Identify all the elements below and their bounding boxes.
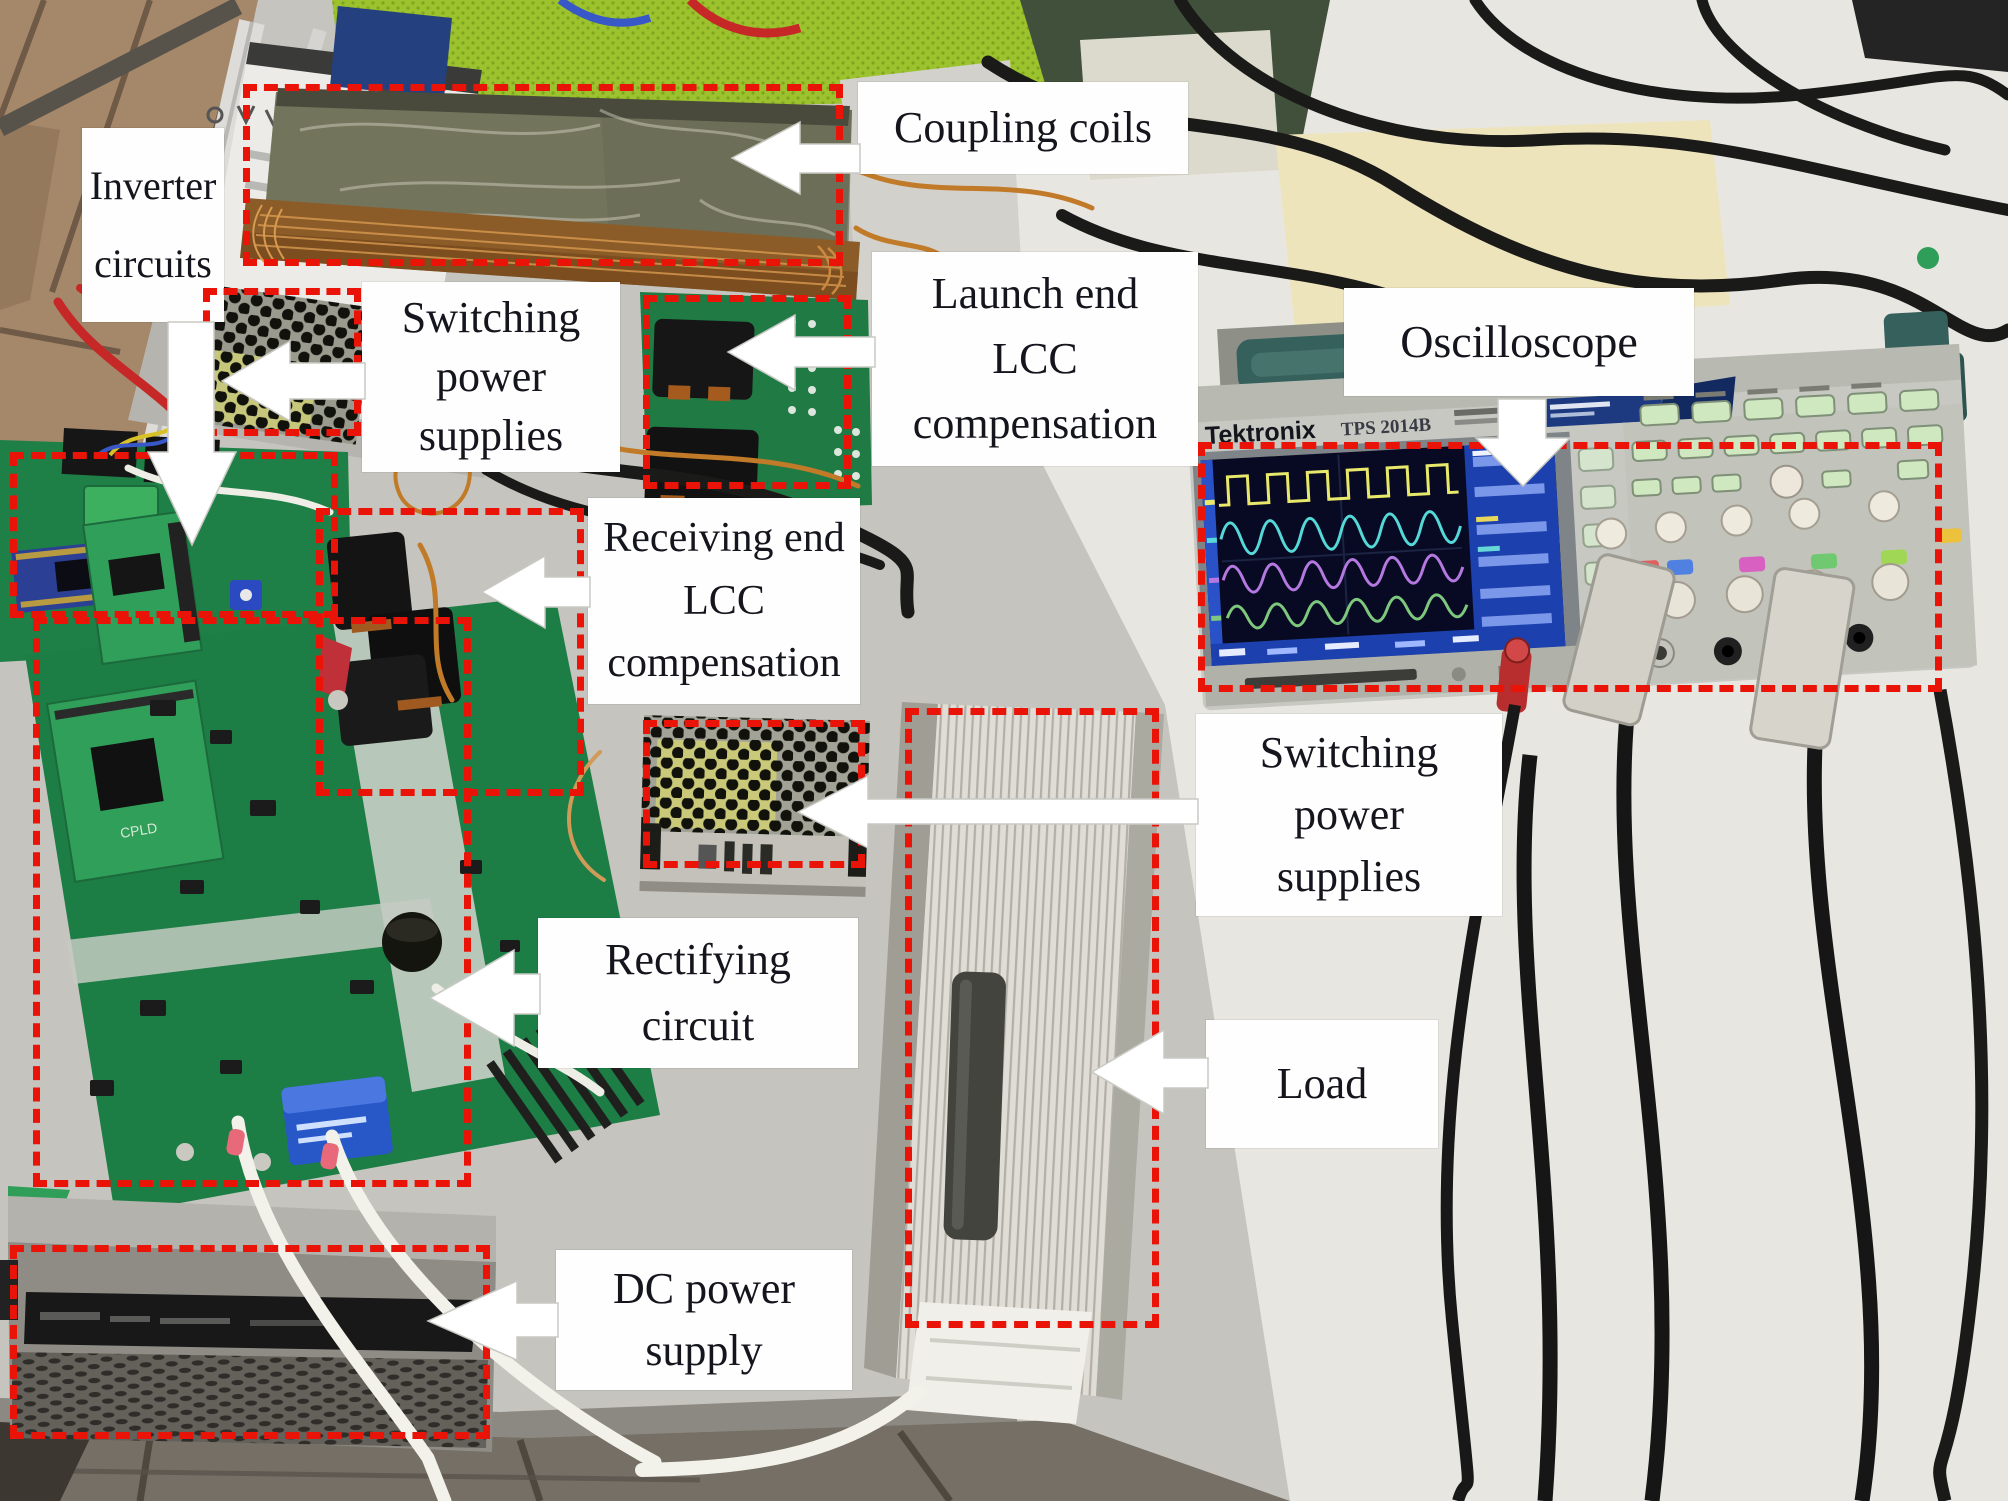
label-line: LCC — [683, 577, 765, 624]
label-receiving-lcc: Receiving end LCC compensation — [588, 498, 860, 704]
arrow-launch — [726, 313, 876, 392]
label-line: circuits — [94, 241, 212, 287]
trace-ch4-sine — [1225, 593, 1469, 630]
arrow-receiving — [480, 554, 591, 630]
label-line: Receiving end — [603, 515, 845, 562]
arrow-coupling — [730, 120, 861, 196]
label-line: circuit — [641, 1000, 755, 1050]
label-launch-lcc: Launch end LCC compensation — [872, 252, 1198, 466]
label-inverter-circuits: Inverter circuits — [82, 128, 224, 322]
window-corner — [1852, 0, 2008, 72]
arrow-rectifying — [428, 948, 541, 1048]
arrow-switching-left — [220, 339, 366, 423]
label-line: LCC — [992, 333, 1078, 383]
label-line: Oscilloscope — [1400, 315, 1638, 367]
pcb-silkscreen-text: CPLD — [119, 819, 158, 841]
label-line: supply — [645, 1325, 763, 1375]
trace-ch3-sine — [1221, 553, 1465, 594]
trace-ch1-square — [1218, 463, 1459, 507]
trace-ch2-sine — [1219, 510, 1462, 556]
label-line: Coupling coils — [894, 102, 1152, 152]
label-line: DC power — [612, 1263, 796, 1313]
label-line: Inverter — [89, 162, 217, 208]
label-line: Switching — [1259, 727, 1439, 777]
label-line: supplies — [1276, 851, 1422, 901]
label-oscilloscope: Oscilloscope — [1344, 288, 1694, 396]
highlight-receiving-lcc — [316, 508, 584, 796]
label-line: Switching — [401, 292, 581, 342]
load-resistor-photo — [864, 702, 1164, 1424]
label-switching-supplies-right: Switching power supplies — [1196, 714, 1502, 916]
label-line: Load — [1276, 1058, 1368, 1108]
label-line: Launch end — [931, 268, 1139, 318]
highlight-launch-lcc — [643, 295, 851, 489]
highlight-coupling-coils — [243, 84, 843, 266]
label-line: Rectifying — [605, 935, 791, 985]
label-line: compensation — [912, 398, 1158, 448]
highlight-load — [905, 708, 1159, 1328]
highlight-main-pcb — [33, 617, 471, 1187]
probes-and-cables — [1440, 553, 1989, 1501]
arrow-inverter — [146, 321, 238, 547]
label-line: supplies — [418, 410, 564, 460]
oscilloscope-model-text: TPS 2014B — [1340, 414, 1432, 440]
label-switching-supplies-left: Switching power supplies — [362, 282, 620, 472]
label-dc-power-supply: DC power supply — [556, 1250, 852, 1390]
arrow-switching-right — [796, 774, 1199, 850]
label-line: power — [436, 351, 546, 401]
arrow-load — [1090, 1028, 1209, 1116]
label-rectifying-circuit: Rectifying circuit — [538, 918, 858, 1068]
label-load: Load — [1206, 1020, 1438, 1148]
highlight-oscilloscope — [1198, 442, 1942, 692]
coupling-coils-photo — [240, 88, 860, 300]
label-coupling-coils: Coupling coils — [858, 82, 1188, 174]
label-line: power — [1294, 789, 1404, 839]
arrow-oscilloscope — [1474, 398, 1572, 488]
label-line: compensation — [607, 640, 841, 687]
arrow-dc-supply — [426, 1279, 559, 1362]
